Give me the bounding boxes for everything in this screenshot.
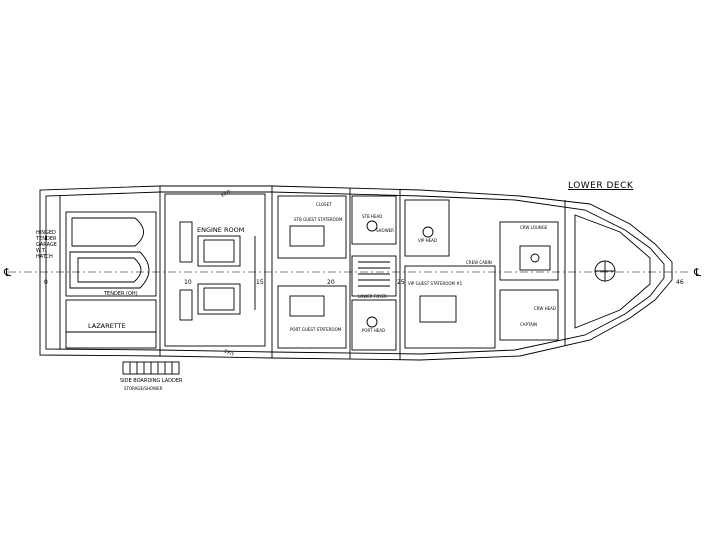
stbd-guest-label: STB GUEST STATEROOM <box>294 217 343 222</box>
port-bed <box>289 295 325 317</box>
crew-cabin-label: CREW CABIN <box>466 260 492 265</box>
vip-bed <box>419 295 457 323</box>
station-0: 0 <box>44 279 48 286</box>
tender-inner <box>77 257 142 283</box>
stbd-head-label: STB HEAD <box>362 214 382 219</box>
closet-label: CLOSET <box>316 202 332 207</box>
centerline-symbol-left: ℄ <box>3 266 11 279</box>
port-guest-label: PORT GUEST STATEROOM <box>290 327 342 332</box>
tender-hull <box>69 251 150 289</box>
ladder-note-label: STORAGE/SHOWER <box>124 386 163 391</box>
stbd-stateroom <box>277 195 347 259</box>
crew-head-label: CRW HEAD <box>534 306 556 311</box>
tender-label: TENDER (OH) <box>103 291 138 297</box>
station-10: 10 <box>184 279 192 286</box>
port-head-room <box>351 299 397 351</box>
vip-head-label: VIP HEAD <box>418 238 437 243</box>
generator <box>179 221 193 263</box>
engine-room <box>164 193 266 347</box>
shower-label: SHOWER <box>376 228 394 233</box>
port-stateroom <box>277 285 347 349</box>
port-head-label: PORT HEAD <box>362 328 385 333</box>
garage-label-3: GARAGE <box>36 242 57 248</box>
crew-lounge-label: CRW LOUNGE <box>520 225 548 230</box>
engine-room-label: ENGINE ROOM <box>197 226 244 234</box>
exit-top-label: EXIT <box>220 189 232 199</box>
vip-guest-label: VIP GUEST STATEROOM #1 <box>408 281 463 286</box>
foyer <box>351 255 397 297</box>
garage-hatch <box>65 211 157 297</box>
boarding-ladder-label: SIDE BOARDING LADDER <box>120 378 183 384</box>
crew-head-room <box>519 245 551 271</box>
engine-starboard <box>197 235 241 267</box>
garage-label-2: TENDER <box>35 236 57 242</box>
stbd-bed <box>289 225 325 247</box>
lazarette-label: LAZARETTE <box>88 322 126 330</box>
station-25: 25 <box>397 279 405 286</box>
lower-foyer-label: LOWER FOYER <box>358 294 387 299</box>
engine-port <box>197 283 241 315</box>
crew-cabin <box>499 221 559 281</box>
inner-hull-line <box>45 191 665 355</box>
centerline-symbol-right: ℄ <box>693 266 701 279</box>
vip-stateroom <box>404 265 496 349</box>
lazarette-room <box>65 299 157 349</box>
captain-label: CAPTAIN <box>520 322 537 327</box>
tender-top <box>71 217 144 247</box>
station-46: 46 <box>676 279 684 286</box>
exit-bottom-label: EXIT <box>223 348 235 358</box>
captain-cabin <box>499 289 559 341</box>
stbd-head-room <box>351 195 397 245</box>
garage-label-4: W.T. <box>36 248 46 254</box>
garage-label-1: HINGED <box>36 230 56 236</box>
deck-title: LOWER DECK <box>568 181 634 191</box>
station-15: 15 <box>256 279 264 286</box>
station-20: 20 <box>327 279 335 286</box>
forepeak <box>574 214 651 329</box>
vip-head-room <box>404 199 450 257</box>
garage-label-5: HATCH <box>36 254 53 260</box>
